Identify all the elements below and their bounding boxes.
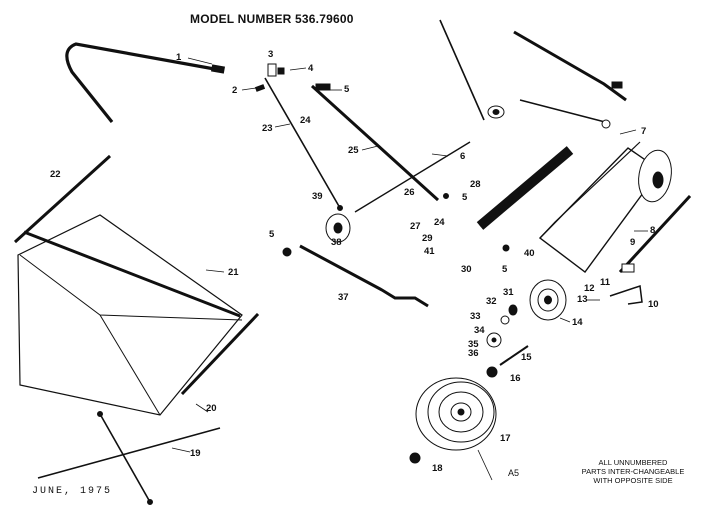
callout-24-mid: 24 [434,217,445,228]
callout-33: 33 [470,311,481,322]
bracket-part-10 [609,284,643,305]
callout-35: 35 [468,339,479,350]
callout-32: 32 [486,296,497,307]
callout-10: 10 [648,299,659,310]
upper-rod-and-small-wheel [439,19,611,129]
callout-6: 6 [460,151,466,162]
bar-part-25 [310,83,440,202]
callout-16: 16 [510,373,521,384]
callout-5-top: 5 [344,84,350,95]
callout-27: 27 [410,221,421,232]
callout-40: 40 [524,248,535,259]
callout-31: 31 [503,287,514,298]
model-number-title: MODEL NUMBER 536.79600 [190,12,354,26]
diagram-date: JUNE, 1975 [32,486,113,497]
wheel-part-39 [325,213,351,243]
interchangeable-parts-note: ALL UNNUMBERED PARTS INTER-CHANGEABLE WI… [568,458,698,485]
nut-part-18 [409,452,421,464]
callout-19: 19 [190,448,201,459]
callout-20: 20 [206,403,217,414]
rod-part-19 [37,411,221,505]
upper-right-handle-bar [513,30,627,102]
note-line-2: PARTS INTER-CHANGEABLE [581,467,685,476]
callout-8: 8 [650,225,656,236]
callout-17: 17 [500,433,511,444]
callout-29: 29 [422,233,433,244]
callout-34: 34 [474,325,485,336]
note-line-3: WITH OPPOSITE SIDE [593,476,673,485]
callout-30: 30 [461,264,472,275]
brush-part-28 [476,146,574,230]
callout-38: 38 [331,237,342,248]
callout-7: 7 [641,126,647,137]
callout-22: 22 [50,169,61,180]
rod-part-6 [354,141,471,213]
callout-leader-lines [171,57,648,481]
nut-parts-5 [282,193,510,257]
callout-1: 1 [176,52,182,63]
callout-14: 14 [572,317,583,328]
small-hardware-2-3-4 [254,63,285,92]
callout-37: 37 [338,292,349,303]
arm-part-8 [618,194,692,274]
callout-39: 39 [312,191,323,202]
callout-3: 3 [268,49,274,60]
callout-5-right: 5 [502,264,508,275]
callout-13: 13 [577,294,588,305]
callout-11: 11 [600,277,611,288]
note-line-1: ALL UNNUMBERED [598,458,668,467]
nut-part-16 [486,366,498,378]
callout-9: 9 [630,237,636,248]
bag-part-21 [17,214,243,416]
callout-5-mid: 5 [462,192,468,203]
callout-41: 41 [424,246,435,257]
callout-5-left: 5 [269,229,275,240]
callout-12: 12 [584,283,595,294]
frame-part-22 [13,154,241,318]
callout-26: 26 [404,187,415,198]
diagram-code: A5 [508,468,520,478]
rod-part-37 [299,244,429,308]
callout-23: 23 [262,123,273,134]
axle-part-15 [499,345,529,366]
callout-18: 18 [432,463,443,474]
callout-24-top: 24 [300,115,311,126]
callout-4: 4 [308,63,314,74]
hub-parts-31-36 [486,304,518,348]
callout-21: 21 [228,267,239,278]
callout-36: 36 [468,348,479,359]
callout-2: 2 [232,85,238,96]
frame-part-20 [180,312,260,396]
callout-25: 25 [348,145,359,156]
callout-15: 15 [521,352,532,363]
handle-part-1 [65,42,226,123]
sweeper-housing-7 [538,141,672,273]
rod-part-23 [264,77,343,211]
callout-28: 28 [470,179,481,190]
wheel-part-14 [529,279,567,321]
big-wheel-part-17 [415,377,497,451]
